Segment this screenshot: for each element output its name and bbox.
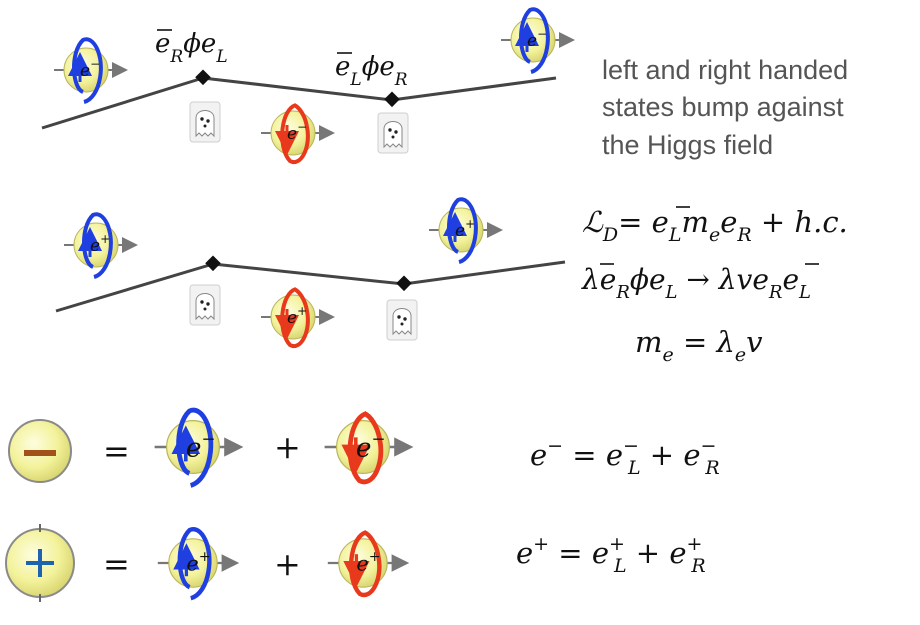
plus-operator-2: + <box>274 545 301 583</box>
svg-text:e+: e+ <box>90 232 110 256</box>
equals-sign-2: = <box>103 545 130 583</box>
caption-line-1: left and right handed <box>602 55 848 85</box>
higgs-ghost-icon <box>377 112 409 154</box>
positron-left-handed: e+ <box>158 529 235 598</box>
plus-operator-1: + <box>274 428 301 466</box>
svg-text:e+: e+ <box>186 549 210 576</box>
top-vertex-1 <box>195 69 211 86</box>
higgs-ghost-icon <box>386 299 418 341</box>
svg-text:e−: e− <box>80 57 100 81</box>
svg-text:e−: e− <box>287 120 307 144</box>
svg-text:e−: e− <box>527 27 547 51</box>
middle-vertex-2 <box>396 275 412 292</box>
yukawa-equation: λeRϕeL → λveReL <box>581 263 811 303</box>
middle-particle-middle: e+ <box>261 289 331 346</box>
top-particle-left: e− <box>54 39 124 102</box>
caption-line-3: the Higgs field <box>602 130 773 160</box>
caption-line-2: states bump against <box>602 92 844 122</box>
vertex-1-label: eRϕeL <box>155 29 228 67</box>
svg-text:e−: e− <box>356 429 386 464</box>
electron-sphere <box>8 419 72 483</box>
higgs-ghost-icon <box>189 284 221 326</box>
svg-text:e+: e+ <box>287 304 307 328</box>
middle-worldline <box>55 260 566 313</box>
top-particle-middle: e− <box>261 105 331 162</box>
mass-equation: me = λev <box>635 325 763 366</box>
middle-vertex-1 <box>205 255 221 272</box>
middle-particle-left: e+ <box>64 214 134 277</box>
positron-right-handed: e+ <box>328 532 405 595</box>
positron-sphere <box>5 524 75 602</box>
middle-particle-right: e+ <box>429 199 499 262</box>
dirac-lagrangian: ℒD= eLmeeR + h.c. <box>582 205 848 246</box>
top-diagram: eRϕeL eLϕeR e− e− e− <box>41 9 571 162</box>
top-vertex-2 <box>384 91 400 108</box>
higgs-ghost-icon <box>189 101 221 143</box>
equals-sign-1: = <box>103 432 130 470</box>
top-particle-right: e− <box>501 9 571 72</box>
electron-left-handed: e− <box>155 410 239 485</box>
electron-right-handed: e− <box>325 413 409 481</box>
middle-diagram: e+ e+ e+ <box>55 199 566 346</box>
svg-text:e+: e+ <box>455 217 475 241</box>
positron-equation: e+ = e+L + e+R <box>516 533 706 577</box>
electron-equation: e− = e−L + e−R <box>530 435 720 479</box>
top-worldline <box>41 76 557 130</box>
vertex-2-label: eLϕeR <box>335 52 408 90</box>
